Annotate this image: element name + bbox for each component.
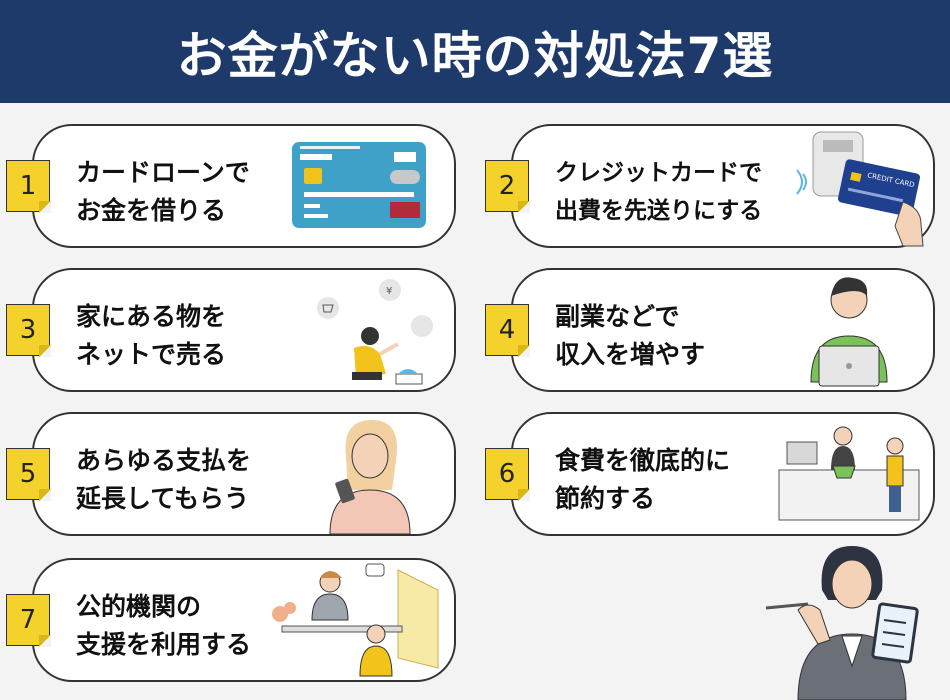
item-label-line2: 収入を増やす xyxy=(555,340,706,369)
item-label-line2: 出費を先送りにする xyxy=(555,198,763,224)
item-card-5: 5 あらゆる支払を 延長してもらう xyxy=(6,412,456,536)
item-label-4: 副業などで 収入を増やす xyxy=(555,298,705,374)
item-card-3: 3 家にある物を ネットで売る ¥ xyxy=(6,268,456,392)
woman-with-phone-icon xyxy=(329,420,411,534)
item-label-6: 食費を徹底的に 節約する xyxy=(555,442,730,518)
number-badge-5: 5 xyxy=(6,448,51,501)
item-label-line2: お金を借りる xyxy=(76,196,227,225)
item-label-5: あらゆる支払を 延長してもらう xyxy=(76,442,251,518)
businesswoman-clipboard-icon xyxy=(765,546,919,700)
number-badge-6: 6 xyxy=(485,448,530,501)
item-label-line1: 家にある物を xyxy=(76,302,227,331)
item-label-line1: 副業などで xyxy=(555,302,680,331)
item-label-line1: 食費を徹底的に xyxy=(555,446,731,475)
consultation-desk-icon xyxy=(272,563,439,677)
item-label-1: カードローンで お金を借りる xyxy=(76,154,250,230)
item-label-line1: あらゆる支払を xyxy=(76,446,252,475)
item-label-7: 公的機関の 支援を利用する xyxy=(76,588,251,664)
number-badge-4: 4 xyxy=(485,304,530,357)
item-label-line2: 延長してもらう xyxy=(76,484,250,513)
woman-selling-items-icon: ¥ xyxy=(317,279,433,385)
number-badge-7: 7 xyxy=(6,594,51,647)
item-card-2: 2 クレジットカードで 出費を先送りにする CREDIT CARD xyxy=(485,124,935,248)
item-label-2: クレジットカードで 出費を先送りにする xyxy=(555,154,762,230)
credit-card-terminal-icon: CREDIT CARD xyxy=(796,131,924,247)
item-label-line1: カードローンで xyxy=(76,158,250,187)
header-banner: お金がない時の対処法7選 xyxy=(0,0,950,103)
number-badge-3: 3 xyxy=(6,304,51,357)
page-title: お金がない時の対処法7選 xyxy=(176,26,774,85)
item-card-6: 6 食費を徹底的に 節約する xyxy=(485,412,935,536)
item-card-4: 4 副業などで 収入を増やす xyxy=(485,268,935,392)
item-card-1: 1 カードローンで お金を借りる xyxy=(6,124,456,248)
item-card-7: 7 公的機関の 支援を利用する xyxy=(6,558,456,682)
item-label-line2: ネットで売る xyxy=(76,340,227,369)
number-badge-2: 2 xyxy=(485,160,530,213)
bank-card-icon xyxy=(292,142,426,228)
svg-text:¥: ¥ xyxy=(386,286,392,297)
item-label-line2: 支援を利用する xyxy=(76,630,252,659)
man-laptop-icon xyxy=(810,277,888,387)
item-label-3: 家にある物を ネットで売る xyxy=(76,298,226,374)
item-label-line2: 節約する xyxy=(555,484,656,513)
number-badge-1: 1 xyxy=(6,160,51,213)
item-label-line1: クレジットカードで xyxy=(555,160,762,186)
grocery-checkout-icon xyxy=(778,426,920,521)
item-label-line1: 公的機関の xyxy=(76,592,202,621)
